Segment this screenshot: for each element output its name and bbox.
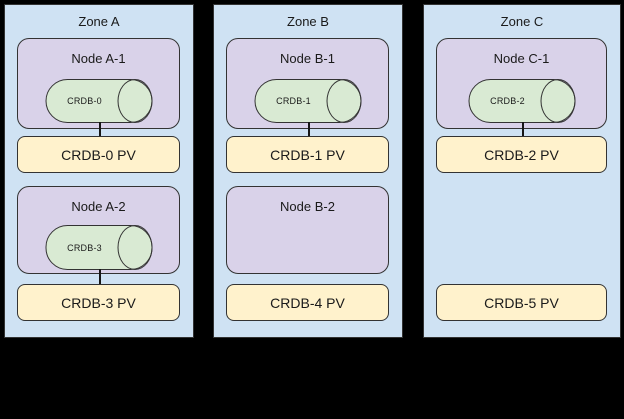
node-a1-label: Node A-1 [71, 51, 126, 66]
zone-c: Zone C Node C-1 CRDB-2 CRDB-2 PV CRDB-5 … [423, 4, 621, 338]
zone-b-label: Zone B [287, 14, 329, 29]
node-a2-label: Node A-2 [71, 199, 126, 214]
crdb-2-pod-label: CRDB-2 [490, 96, 525, 106]
zone-a: Zone A Node A-1 CRDB-0 CRDB-0 PV Node A-… [4, 4, 194, 338]
crdb-0-pod-label: CRDB-0 [67, 96, 102, 106]
crdb-1-pod-cylinder: CRDB-1 [254, 79, 361, 123]
node-b2-label: Node B-2 [280, 199, 335, 214]
crdb-3-pod-label: CRDB-3 [67, 242, 102, 253]
node-a2: Node A-2 CRDB-3 [17, 186, 180, 274]
crdb-1-pod-label: CRDB-1 [276, 96, 311, 106]
node-c1-label: Node C-1 [493, 51, 550, 66]
zone-a-label: Zone A [78, 14, 120, 29]
cylinder-end-ellipse [540, 79, 575, 123]
connector-crdb1-to-pv [308, 122, 310, 136]
zone-b: Zone B Node B-1 CRDB-1 CRDB-1 PV Node B-… [213, 4, 403, 338]
zone-c-label: Zone C [500, 14, 544, 29]
crdb-1-pv-box: CRDB-1 PV [226, 136, 389, 173]
node-c1: Node C-1 CRDB-2 [436, 38, 607, 129]
crdb-4-pv-box: CRDB-4 PV [226, 284, 389, 321]
crdb-5-pv-box: CRDB-5 PV [436, 284, 607, 321]
node-a1: Node A-1 CRDB-0 [17, 38, 180, 129]
cylinder-end-ellipse [117, 79, 152, 123]
connector-crdb3-to-pv [99, 269, 101, 284]
crdb-3-pv-box: CRDB-3 PV [17, 284, 180, 321]
crdb-2-pv-box: CRDB-2 PV [436, 136, 607, 173]
cylinder-end-ellipse [117, 225, 152, 270]
node-b2: Node B-2 [226, 186, 389, 274]
crdb-0-pod-cylinder: CRDB-0 [45, 79, 152, 123]
node-b1: Node B-1 CRDB-1 [226, 38, 389, 129]
crdb-3-pod-cylinder: CRDB-3 [45, 225, 152, 270]
connector-crdb0-to-pv [99, 122, 101, 136]
crdb-0-pv-box: CRDB-0 PV [17, 136, 180, 173]
node-b1-label: Node B-1 [280, 51, 335, 66]
crdb-2-pod-cylinder: CRDB-2 [468, 79, 575, 123]
cylinder-end-ellipse [326, 79, 361, 123]
connector-crdb2-to-pv [522, 122, 524, 136]
